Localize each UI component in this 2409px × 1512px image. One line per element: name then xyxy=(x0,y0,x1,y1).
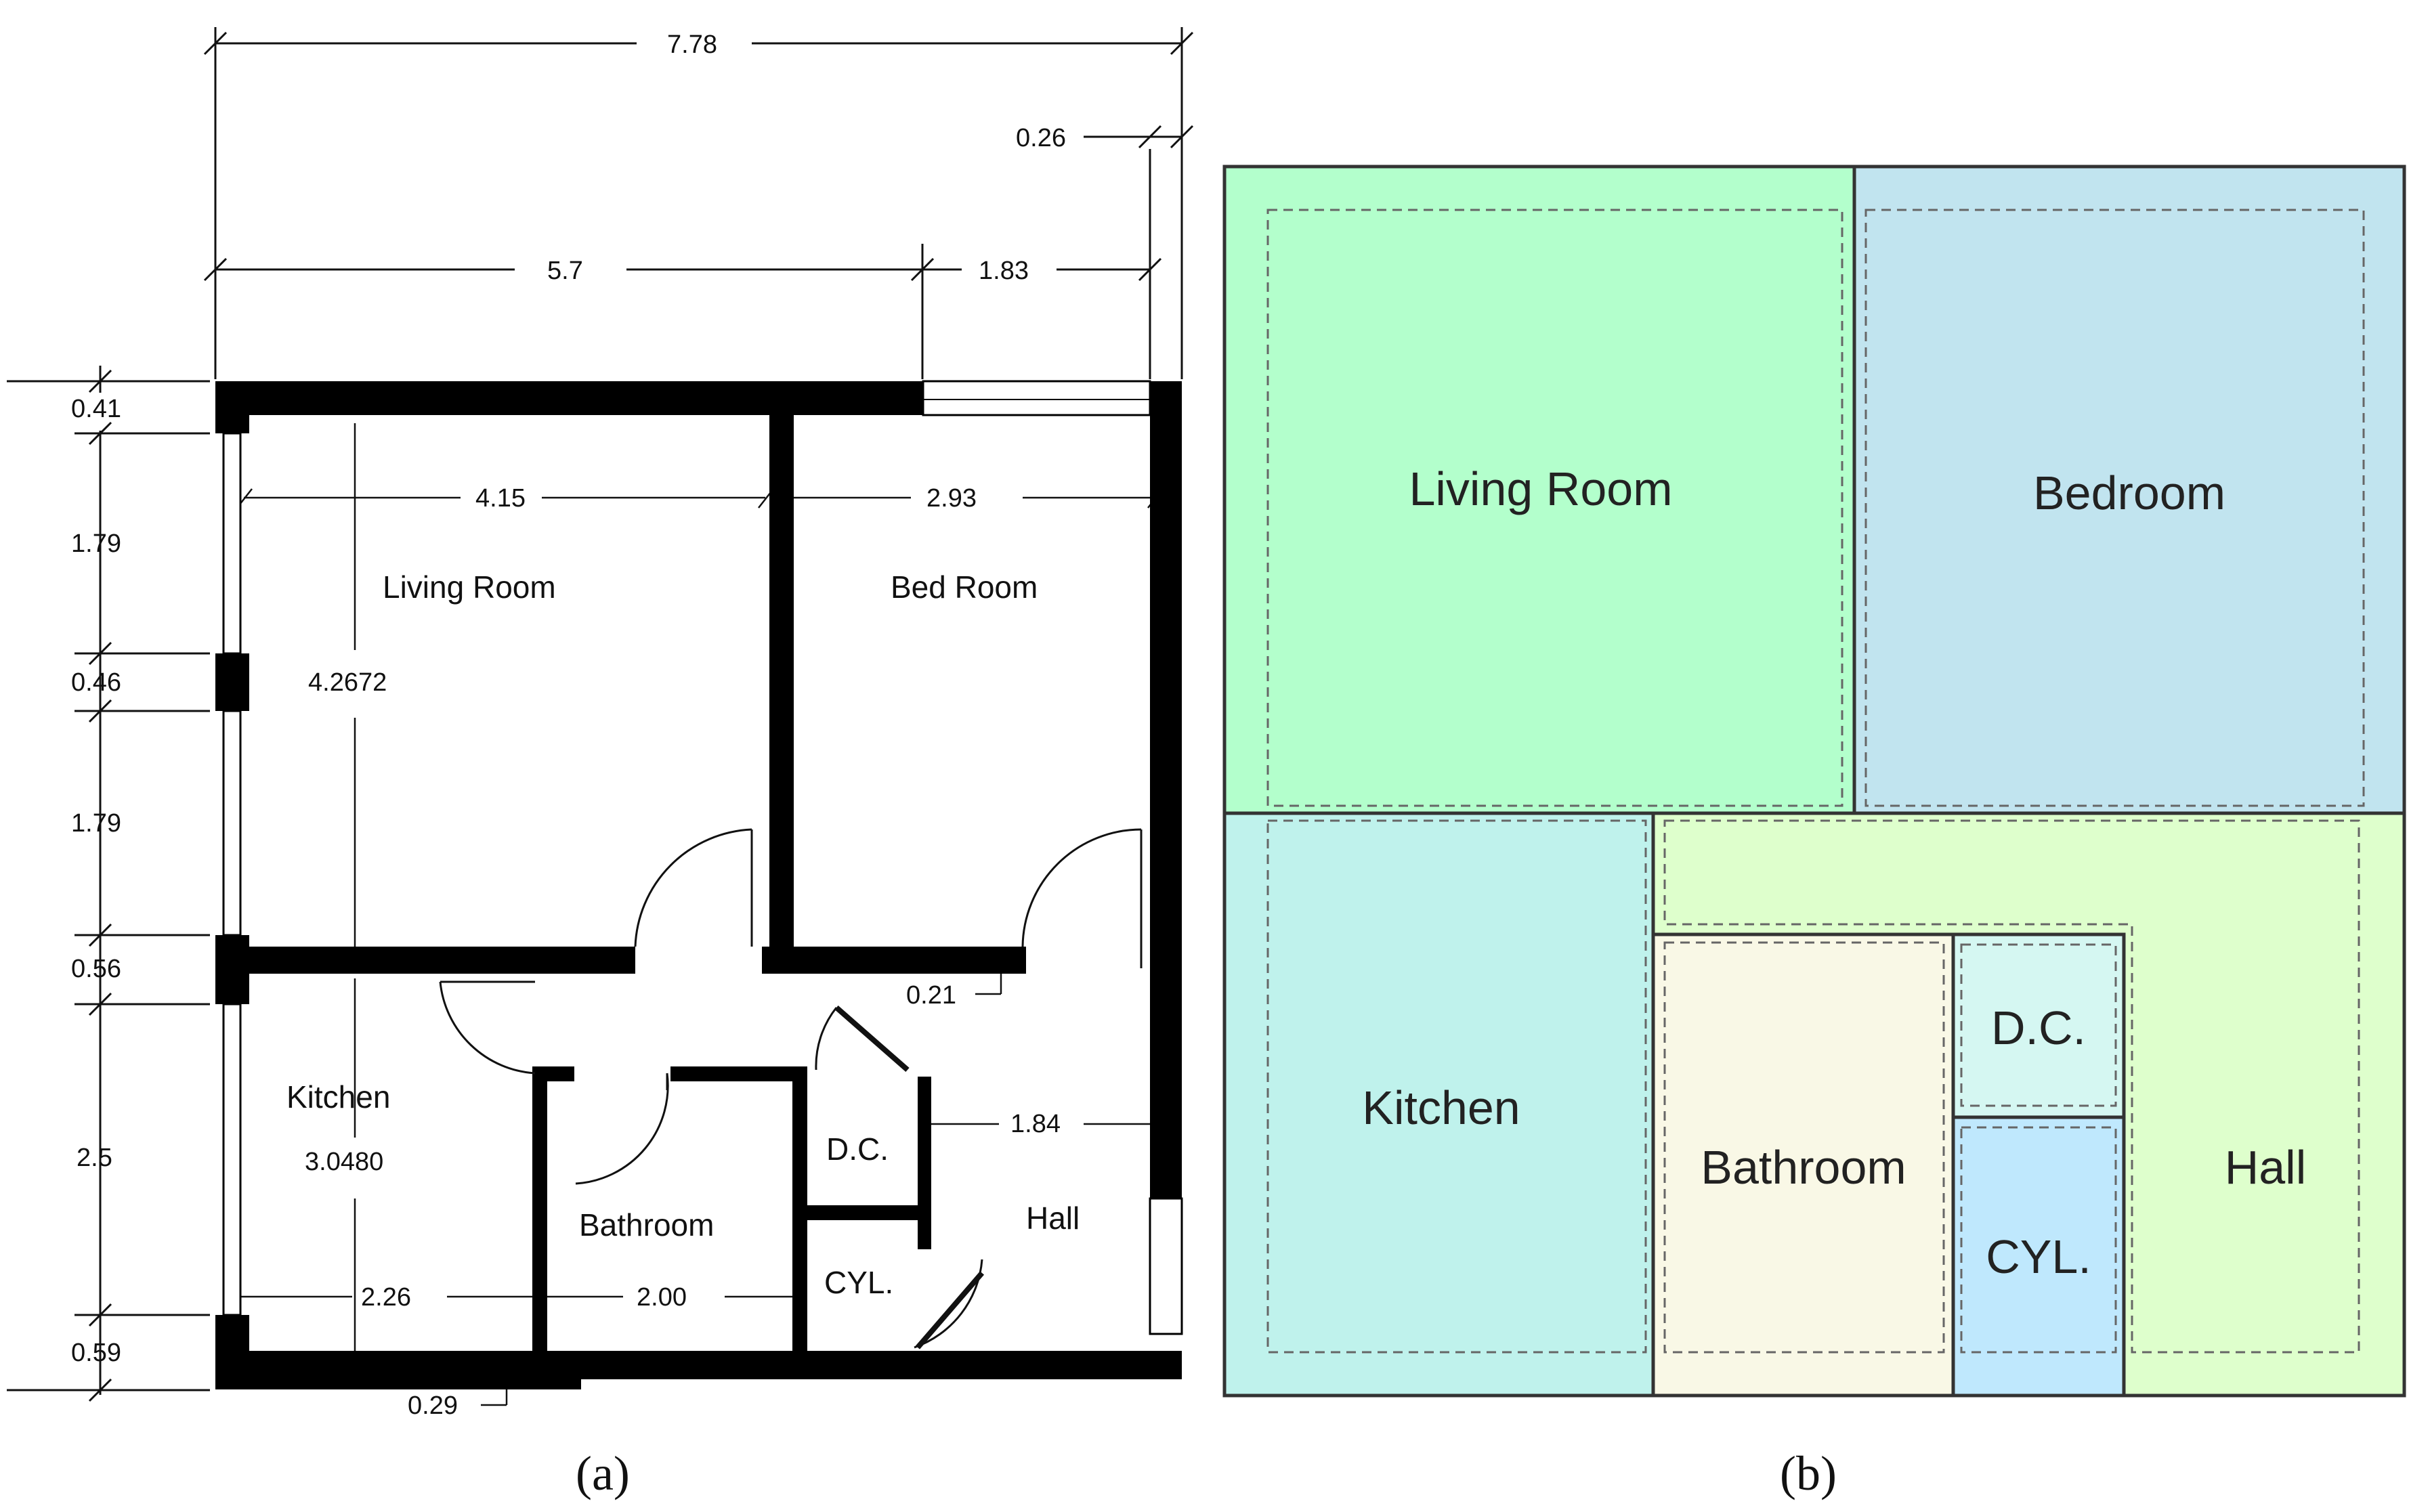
left-dimension-lines xyxy=(7,366,210,1402)
caption-b: (b) xyxy=(1780,1446,1837,1500)
dim-left-6: 0.59 xyxy=(71,1339,121,1367)
dim-living-height: 4.2672 xyxy=(308,668,387,697)
plan-bed-room-label: Bed Room xyxy=(891,569,1038,605)
dim-left-span: 5.7 xyxy=(547,257,583,285)
plan-bathroom-label: Bathroom xyxy=(579,1207,714,1243)
room-bedroom xyxy=(1852,165,2406,815)
dim-door-gap: 0.21 xyxy=(906,981,956,1010)
dim-left-3: 1.79 xyxy=(71,809,121,838)
room-cyl xyxy=(1951,1115,2126,1398)
walls xyxy=(215,380,1183,1389)
interior-dimension-lines xyxy=(236,423,1164,1406)
dim-left-2: 0.46 xyxy=(71,668,121,697)
dim-bottom-offset: 0.29 xyxy=(408,1391,458,1420)
kitchen-label: Kitchen xyxy=(1362,1081,1520,1134)
plan-hall-label: Hall xyxy=(1026,1201,1080,1236)
room-kitchen xyxy=(1222,811,1655,1398)
dim-total-width: 7.78 xyxy=(667,30,717,59)
panel-a-floor-plan: Living Room Bed Room Kitchen Bathroom D.… xyxy=(7,27,1194,1500)
cyl-label: CYL. xyxy=(1986,1230,2091,1283)
dim-hall-width: 1.84 xyxy=(1010,1110,1061,1138)
dim-right-span: 1.83 xyxy=(979,257,1029,285)
dim-kitchen-width: 2.26 xyxy=(361,1283,411,1312)
room-living-room xyxy=(1222,165,1856,815)
dim-bed-width: 2.93 xyxy=(926,484,977,513)
plan-living-room-label: Living Room xyxy=(383,569,556,605)
dc-label: D.C. xyxy=(1991,1001,2086,1054)
top-dimension-lines xyxy=(203,27,1194,379)
plan-cyl-label: CYL. xyxy=(824,1265,893,1300)
panel-b-room-layout: Living Room Bedroom Kitchen Bathroom D.C… xyxy=(1222,165,2406,1500)
hall-label: Hall xyxy=(2225,1141,2307,1194)
dim-left-1: 1.79 xyxy=(71,530,121,558)
bathroom-label: Bathroom xyxy=(1701,1141,1906,1194)
plan-dc-label: D.C. xyxy=(826,1131,889,1167)
dim-left-4: 0.56 xyxy=(71,955,121,983)
dim-kitchen-height: 3.0480 xyxy=(305,1148,383,1176)
dim-living-width: 4.15 xyxy=(475,484,526,513)
living-room-label: Living Room xyxy=(1409,462,1672,515)
dashed-inner-outlines xyxy=(1266,209,2365,1354)
dim-left-0: 0.41 xyxy=(71,395,121,423)
caption-a: (a) xyxy=(576,1446,630,1500)
dim-left-5: 2.5 xyxy=(77,1144,112,1172)
plan-kitchen-label: Kitchen xyxy=(286,1079,390,1115)
dim-bathroom-width: 2.00 xyxy=(637,1283,687,1312)
bedroom-label: Bedroom xyxy=(2033,467,2225,519)
room-dc xyxy=(1951,932,2126,1119)
dim-right-wall: 0.26 xyxy=(1016,124,1066,152)
doors xyxy=(439,828,1143,1349)
